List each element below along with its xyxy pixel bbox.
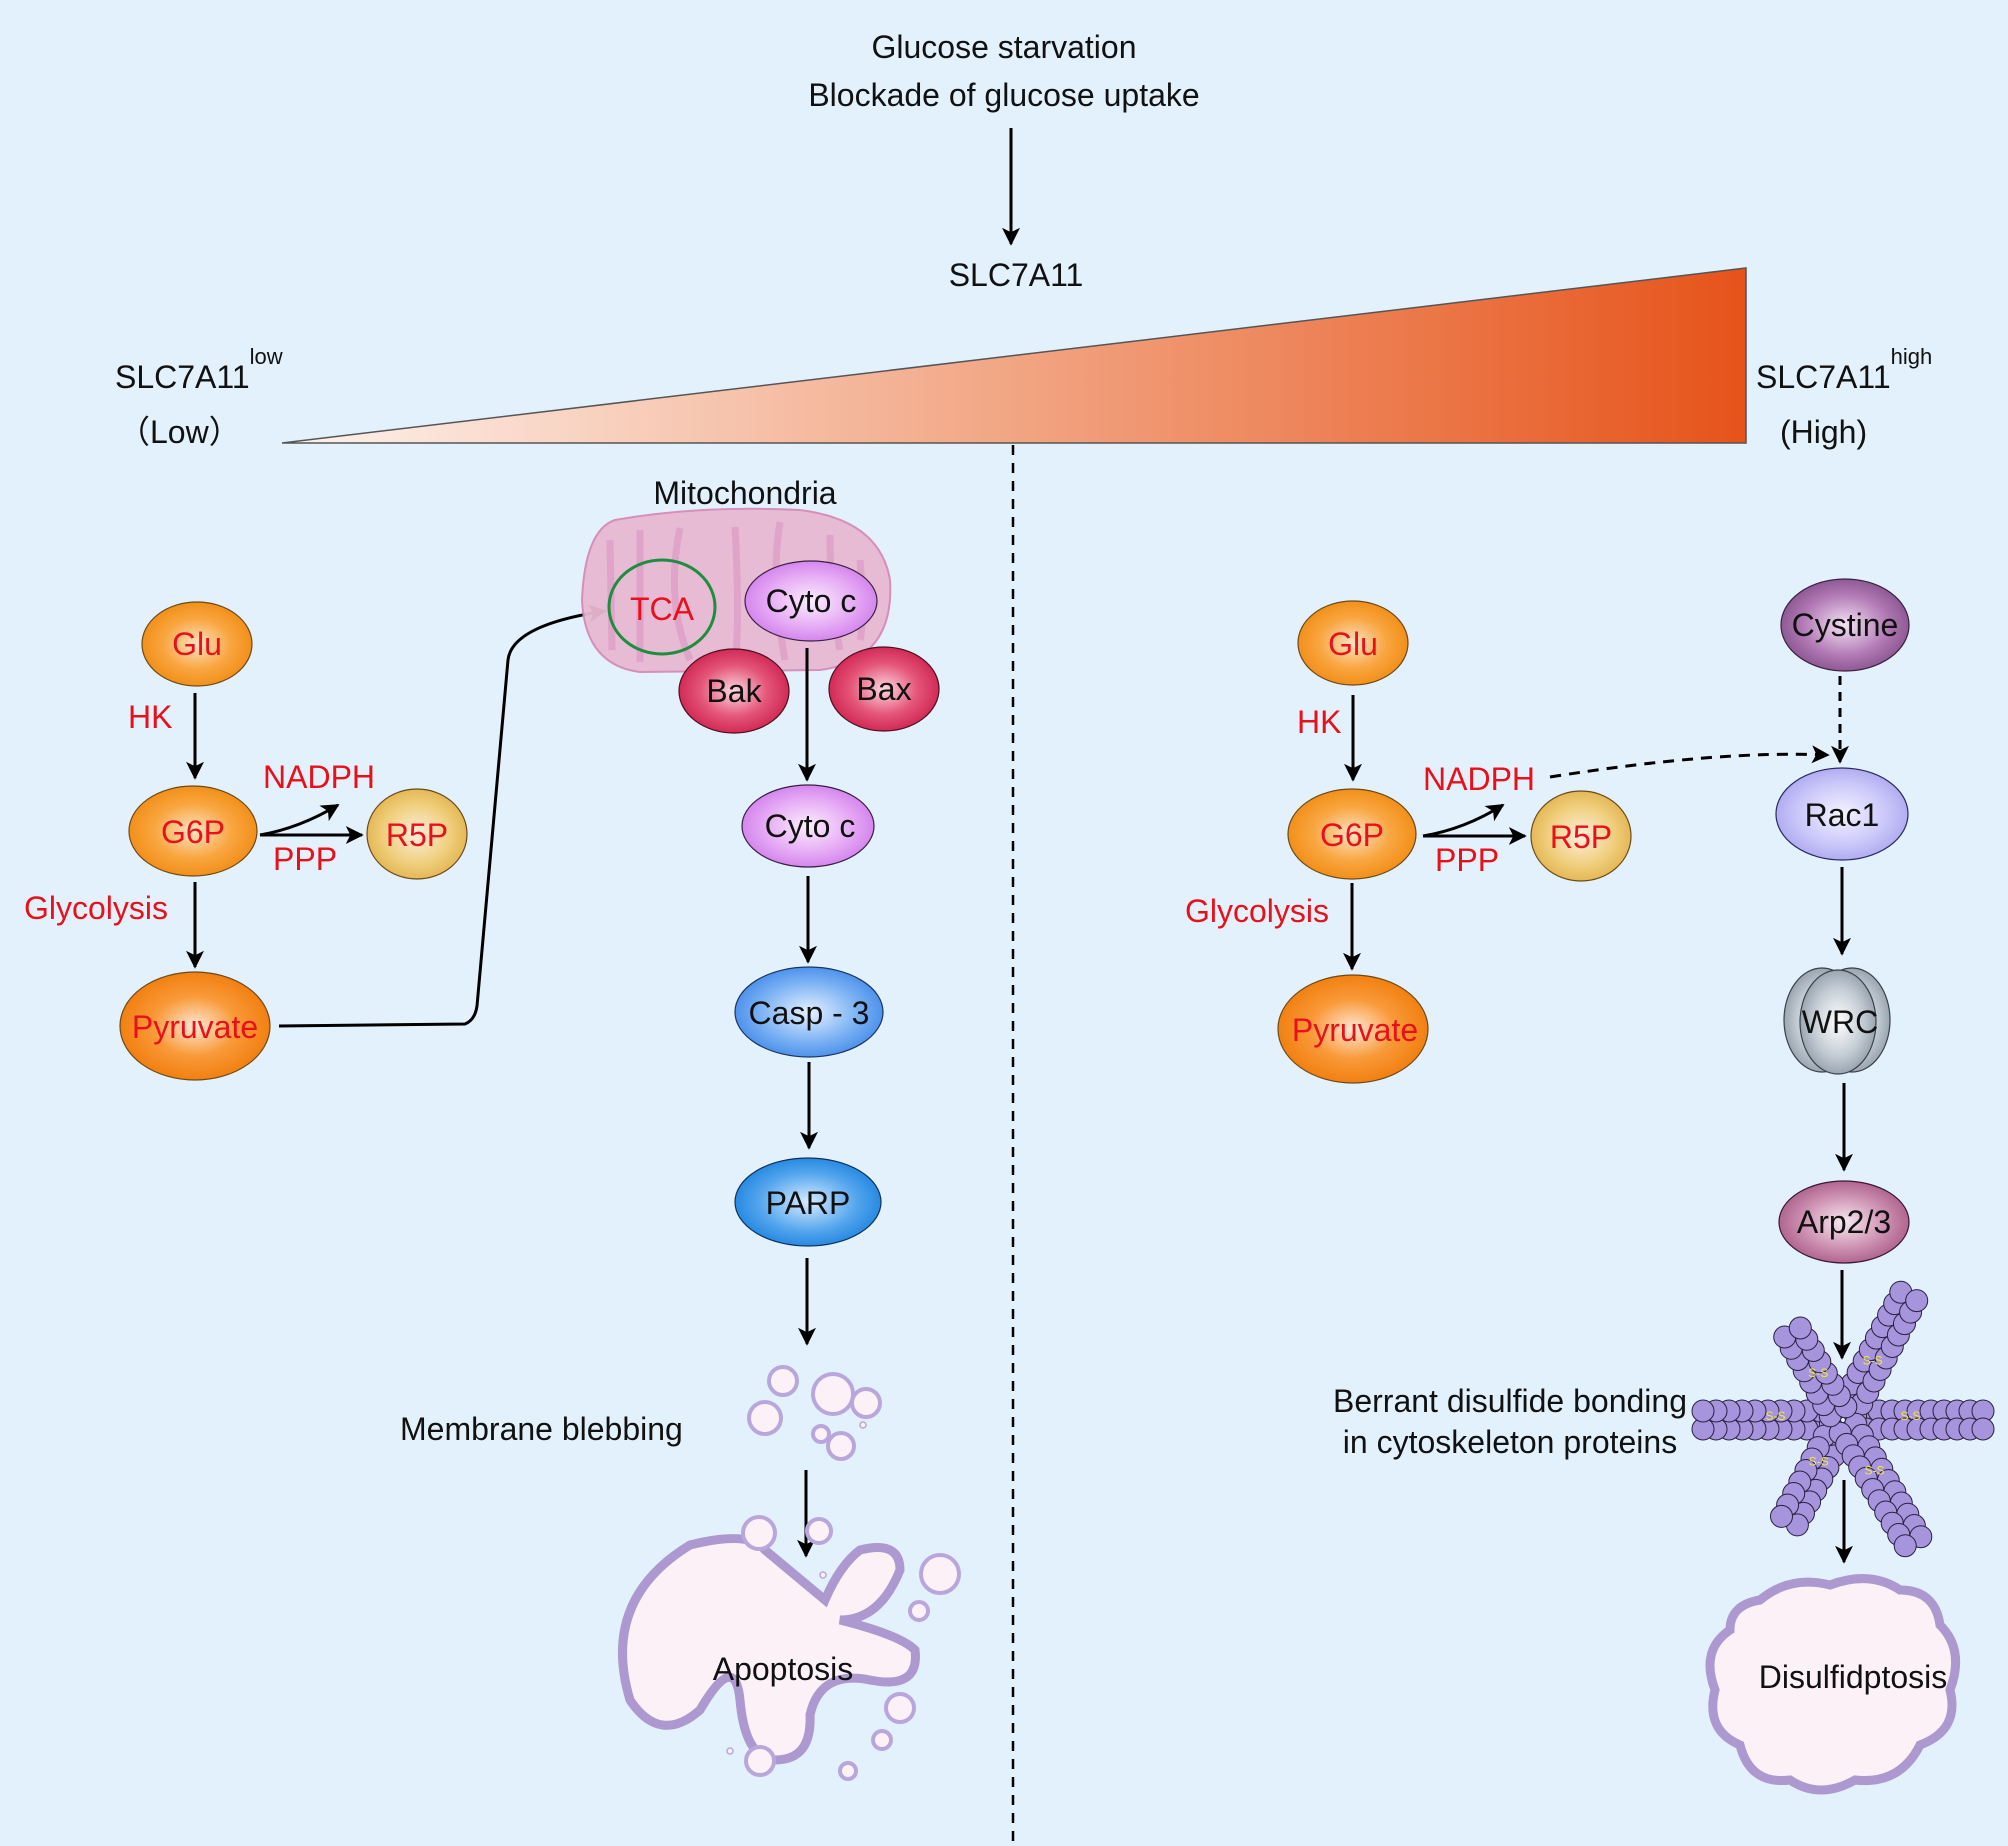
mitochondria-label: Mitochondria [653,475,836,511]
node-rac1 [1775,767,1909,861]
node-glu [141,601,253,687]
node-bak [678,648,790,734]
disulfide-bond-mark: S-S [1765,1409,1785,1423]
left-apoptosis: Mitochondria TCA Cyto c Bak Bax Cyto c C… [400,475,961,1781]
node-cyto-c-label: Cyto c [765,808,856,844]
actin-bead [1905,1289,1929,1313]
node-cystine-label: Cystine [1792,607,1899,643]
node-r5p [366,788,468,880]
node-bax [828,646,940,732]
slc7a11-label: SLC7A11 [949,257,1084,293]
right-metabolism: Glu HK G6P NADPH PPP R5P Glycolysis Pyru… [1185,600,1830,1084]
header-glucose-starvation: Glucose starvation [871,29,1136,65]
disulfidptosis-cell-icon [1705,1574,1961,1795]
wrc-complex-icon [1783,967,1891,1075]
node-cyto-c-mito-label: Cyto c [766,583,857,619]
high-caption: (High) [1780,414,1867,450]
node-cystine [1780,578,1910,672]
node-bak-label: Bak [706,673,762,709]
label-glycolysis-right: Glycolysis [1185,893,1329,929]
membrane-blebbing-label: Membrane blebbing [400,1411,683,1447]
node-pyruvate-label: Pyruvate [132,1009,258,1045]
slc7a11-expression-gradient [281,267,1747,444]
node-glu-right [1297,600,1409,686]
disulfide-actin-network-icon: S-S S-S S-S S-S S-S S-S [1691,1280,1995,1558]
node-glu-label: Glu [172,626,222,662]
arrow-g6p-nadph-right [1422,803,1505,838]
disulfide-bonding-line1: Berrant disulfide bonding [1333,1383,1687,1419]
label-nadph: NADPH [263,759,375,795]
apoptotic-cell-icon [618,1515,961,1781]
node-r5p-label: R5P [386,817,448,853]
apoptosis-label: Apoptosis [713,1651,854,1687]
disulfide-bond-mark: S-S [1900,1409,1920,1423]
tca-cycle-ring [607,558,717,656]
disulfidptosis-label: Disulfidptosis [1759,1659,1948,1695]
node-pyruvate-right [1277,974,1429,1084]
disulfide-bond-mark: S-S [1809,1455,1829,1469]
slc7a11-low-label: SLC7A11low [115,344,283,395]
membrane-blebs-icon [747,1365,882,1461]
arrow-g6p-nadph [259,803,340,837]
node-glu-right-label: Glu [1328,626,1378,662]
tca-label: TCA [630,591,695,627]
actin-bead [1893,1534,1917,1558]
label-hk-right: HK [1297,704,1341,740]
label-ppp: PPP [273,841,337,877]
node-g6p [128,785,258,877]
node-arp23-label: Arp2/3 [1797,1204,1891,1240]
node-cyto-c-mito [744,560,878,642]
disulfide-bond-mark: S-S [1863,1353,1883,1367]
disulfide-bond-mark: S-S [1864,1464,1884,1478]
low-caption: （Low） [118,414,241,450]
actin-bead [1770,1504,1793,1528]
label-glycolysis: Glycolysis [24,890,168,926]
actin-bead [1691,1399,1715,1423]
node-rac1-label: Rac1 [1805,797,1880,833]
label-ppp-right: PPP [1435,842,1499,878]
node-cyto-c [741,784,875,868]
disulfide-bond-mark: S-S [1808,1366,1828,1380]
header-glucose-uptake-blockade: Blockade of glucose uptake [808,77,1199,113]
node-pyruvate [119,971,271,1081]
left-metabolism: Glu HK G6P NADPH PPP R5P Glycolysis Pyru… [24,601,607,1081]
node-g6p-right-label: G6P [1320,817,1384,853]
actin-bead [1971,1417,1995,1441]
node-arp23 [1778,1180,1910,1264]
node-casp3 [734,966,884,1058]
arrow-pyruvate-tca [278,604,607,1028]
disulfide-bonding-line2: in cytoskeleton proteins [1343,1424,1677,1460]
apoptotic-cell-body [618,1534,920,1765]
node-bax-label: Bax [856,671,911,707]
actin-bead [1788,1316,1812,1340]
label-hk: HK [128,699,172,735]
dashed-arrow-nadph-rac1 [1549,745,1830,779]
node-g6p-right [1287,788,1417,880]
node-r5p-right [1530,790,1632,882]
node-wrc-label: WRC [1802,1004,1878,1040]
node-casp3-label: Casp - 3 [749,995,870,1031]
node-g6p-label: G6P [161,814,225,850]
label-nadph-right: NADPH [1423,761,1535,797]
node-parp [734,1157,882,1247]
node-r5p-right-label: R5P [1550,819,1612,855]
node-parp-label: PARP [766,1185,851,1221]
node-pyruvate-right-label: Pyruvate [1292,1012,1418,1048]
slc7a11-high-label: SLC7A11high [1756,344,1932,395]
